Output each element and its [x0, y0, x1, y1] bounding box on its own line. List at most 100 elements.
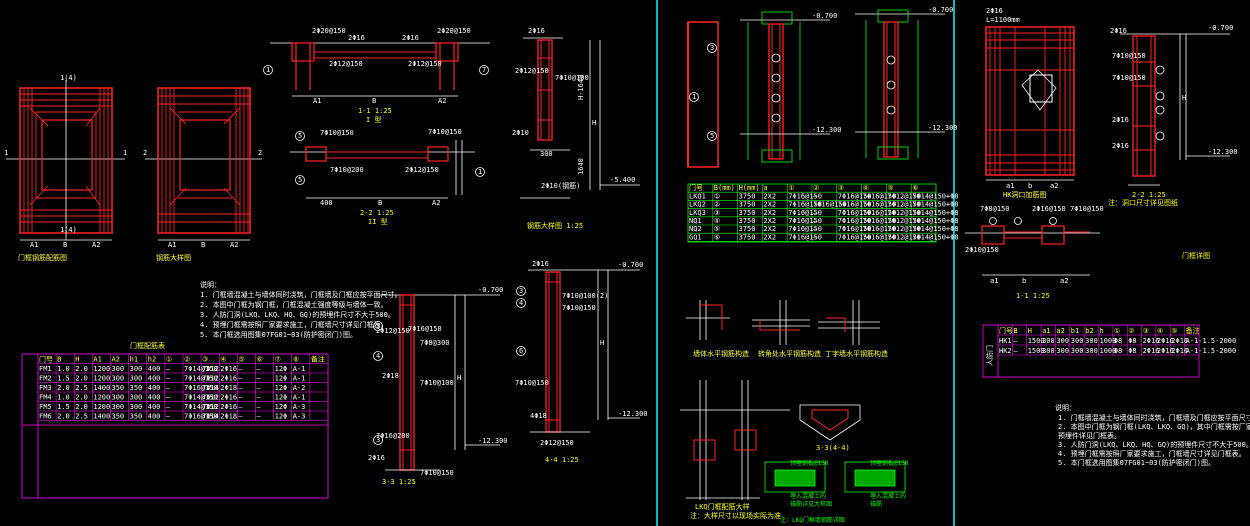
- table-cell: 12Φ: [275, 394, 288, 402]
- table-cell: 3750: [739, 201, 756, 209]
- table-cell: —: [813, 225, 818, 233]
- table-cell: ⑤: [714, 225, 720, 233]
- table-cell: 2.0: [75, 375, 88, 383]
- table-header-cell: b2: [1085, 327, 1093, 335]
- table-cell: 7Φ16@150: [863, 192, 897, 200]
- table-header-cell: a2: [1056, 327, 1064, 335]
- table-cell: 300: [112, 365, 125, 373]
- svg-text:7Φ10@150: 7Φ10@150: [420, 469, 454, 477]
- table-cell: LKQ3: [689, 209, 706, 217]
- section-3-3-4-4: 3-3(4-4): [799, 404, 861, 452]
- table-cell: 2X2: [763, 233, 776, 241]
- table-cell: 350: [130, 413, 143, 421]
- svg-text:2Φ16: 2Φ16: [368, 454, 385, 462]
- table-cell: A-1: [293, 394, 306, 402]
- table-cell: ⑥: [714, 233, 720, 241]
- section-1-1-title: 1-1 1:25: [358, 107, 392, 115]
- table-cell: 1500: [1028, 347, 1045, 355]
- hk-opening-elevation: a1 b a2 HK洞口加筋图: [985, 26, 1075, 199]
- section-ht-title: 钢筋大样图 1:25: [527, 221, 583, 230]
- table-cell: A-1: [293, 365, 306, 373]
- table-header-cell: ②: [813, 184, 819, 192]
- table-cell: A-2: [293, 384, 306, 392]
- note-line: 5. 本门框选用图集07FG01~03(防护密闭门)图。: [200, 330, 357, 339]
- table-header-cell: ①: [166, 356, 172, 364]
- dim-a2: A2: [92, 241, 100, 249]
- table-header-cell: 门号: [39, 355, 53, 364]
- elev-caption-1: 门框钢筋配筋图: [18, 253, 67, 262]
- section-2-2-sub: II 型: [368, 217, 388, 226]
- elev-mark: -12.300: [812, 126, 842, 134]
- table-cell: 2Φ16: [220, 375, 237, 383]
- bar-label: 2Φ12@150: [329, 60, 363, 68]
- table-header-cell: ②: [1128, 327, 1134, 335]
- svg-text:5: 5: [298, 132, 302, 140]
- svg-text:7Φ10@200: 7Φ10@200: [330, 166, 364, 174]
- table-cell: 300: [112, 394, 125, 402]
- sheet-3: 2Φ16 L=1100mm a1 b a2 HK洞口加筋图 2Φ16 -0: [965, 7, 1250, 467]
- table-cell: 7Φ12@150: [887, 192, 921, 200]
- table-cell: —: [257, 413, 262, 421]
- table-cell: 7Φ16@150: [863, 217, 897, 225]
- svg-text:7: 7: [482, 66, 486, 74]
- table-cell: A-3: [293, 413, 306, 421]
- table-header-cell: ①: [788, 184, 794, 192]
- table-header-cell: ④: [1157, 327, 1163, 335]
- table-header-cell: 门号: [999, 326, 1013, 335]
- table-cell: —: [813, 209, 818, 217]
- table-cell: 7Φ12@150: [887, 225, 921, 233]
- bar-label: 2Φ16: [402, 34, 419, 42]
- table-cell: 7Φ16@150: [184, 413, 218, 421]
- table-cell: 7Φ14@150+Φ8: [912, 209, 958, 217]
- svg-text:-12.300: -12.300: [928, 124, 958, 132]
- hk-section-1-1: 7Φ8@150 2Φ16@150 7Φ10@150 2Φ10@150 a1 b …: [965, 205, 1210, 300]
- svg-text:4Φ18: 4Φ18: [530, 412, 547, 420]
- elev-caption-2: 钢筋大样图: [156, 253, 191, 262]
- table-cell: 2.0: [75, 403, 88, 411]
- door-frame-elevation-1: 1 1 1(4) 1(4) A1 B A2 门框钢筋配筋图: [4, 74, 127, 262]
- bar-label: 7Φ10@150: [1112, 52, 1146, 60]
- table-cell: 7Φ16@150: [838, 225, 872, 233]
- table-header-cell: ④: [220, 356, 226, 364]
- plate-label: 预埋钢板@150: [790, 459, 829, 467]
- sheet1-notes: 说明： 1. 门框墙混凝土与墙体同时浇筑，门框墙及门框应按平面尺寸。 2. 本图…: [200, 280, 402, 339]
- plate-label: 锚筋详见大样图: [790, 500, 832, 508]
- svg-text:B: B: [201, 241, 205, 249]
- table-cell: 300: [1085, 337, 1098, 345]
- plate-label: 预埋钢板@150: [870, 459, 909, 467]
- table-cell: 7Φ16@150: [863, 225, 897, 233]
- table-cell: FM1: [39, 365, 52, 373]
- table-cell: 300: [130, 394, 143, 402]
- table-cell: 2.5: [75, 413, 88, 421]
- section-2-2-title: 2-2 1:25: [1132, 191, 1166, 199]
- svg-text:a2: a2: [1050, 182, 1058, 190]
- table-cell: 300: [1056, 337, 1069, 345]
- svg-text:2Φ10: 2Φ10: [512, 129, 529, 137]
- table-cell: NQ2: [689, 225, 702, 233]
- svg-text:a1: a1: [990, 277, 998, 285]
- table-cell: —: [257, 365, 262, 373]
- table-header-cell: ③: [1143, 327, 1149, 335]
- table-cell: 3750: [739, 209, 756, 217]
- lkq-title: LKQ门框配筋大样: [695, 502, 750, 511]
- svg-text:6: 6: [519, 347, 523, 355]
- table-cell: 7Φ16@150: [184, 384, 218, 392]
- sheet3-notes: 说明： 1. 门框墙混凝土与墙体同时浇筑，门框墙及门框应按平面尺寸。 2. 本图…: [1055, 403, 1250, 467]
- table-cell: 300: [112, 375, 125, 383]
- table-header-cell: 备注: [1186, 326, 1200, 335]
- svg-text:7Φ10@150: 7Φ10@150: [562, 304, 596, 312]
- svg-text:4: 4: [376, 352, 380, 360]
- table-header-cell: ③: [202, 356, 208, 364]
- table-cell: 3750: [739, 233, 756, 241]
- svg-text:B: B: [378, 199, 382, 207]
- table-cell: —: [1013, 347, 1018, 355]
- table-cell: 7Φ16@150: [788, 217, 822, 225]
- section-title: 3-3(4-4): [816, 444, 850, 452]
- note-line: 4. 预埋门框需按照厂家要求施工，门框墙尺寸详见门框表。: [1058, 449, 1246, 458]
- table-cell: 400: [148, 375, 161, 383]
- table-cell: 300: [1085, 347, 1098, 355]
- svg-text:H: H: [1182, 94, 1186, 102]
- table-cell: 300: [1042, 347, 1055, 355]
